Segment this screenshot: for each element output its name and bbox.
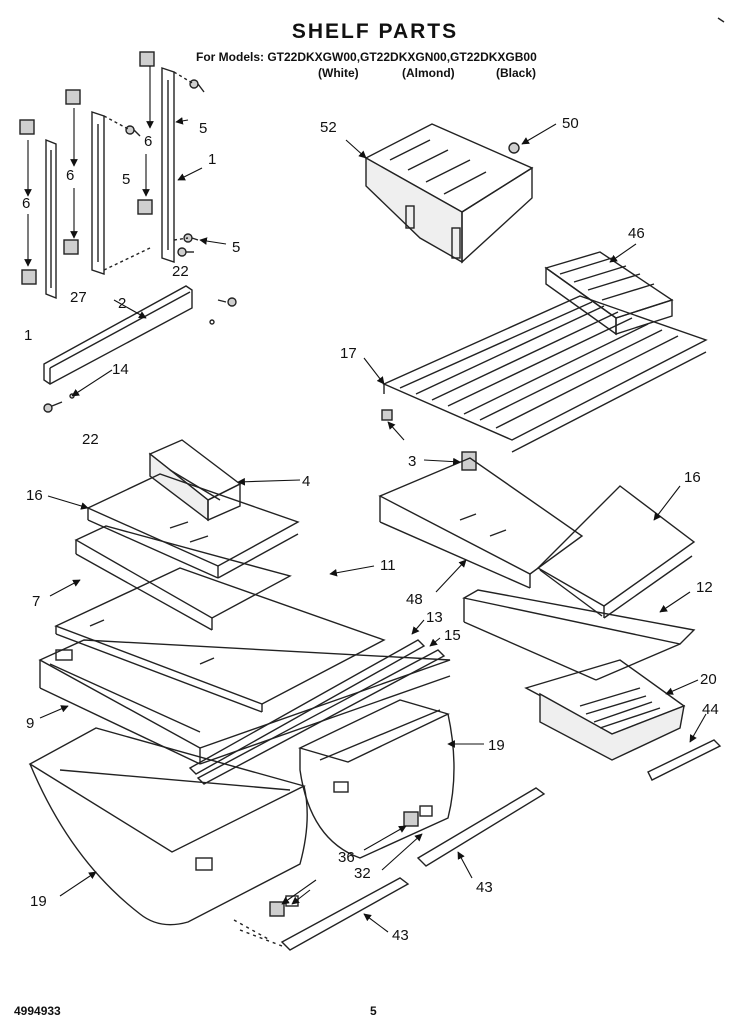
leader-lines [24, 66, 707, 933]
callout-43: 43 [392, 927, 409, 944]
callout-6: 6 [144, 133, 152, 150]
shelf-bracket-3 [381, 409, 477, 471]
glass-shelf-48 [378, 457, 584, 589]
callout-43: 43 [476, 879, 493, 896]
drawer-trim-43-left [280, 877, 410, 951]
diagram-title: SHELF PARTS [291, 20, 459, 43]
callout-5: 5 [122, 171, 130, 188]
shelf-frame-7 [74, 525, 292, 631]
callout-17: 17 [340, 345, 357, 362]
callout-1: 1 [24, 327, 32, 344]
screw-50 [508, 142, 520, 154]
callout-50: 50 [562, 115, 579, 132]
callout-19: 19 [30, 893, 47, 910]
color-black: (Black) [496, 66, 537, 80]
color-almond: (Almond) [402, 66, 455, 80]
callout-4: 4 [302, 473, 310, 490]
shelf-support-rail-right [137, 51, 175, 263]
shelf-trim-14 [43, 285, 193, 385]
callout-2: 2 [118, 295, 126, 312]
callout-9: 9 [26, 715, 34, 732]
callout-44: 44 [702, 701, 719, 718]
callout-6: 6 [22, 195, 30, 212]
shelf-support-rail-middle [63, 89, 105, 275]
callout-52: 52 [320, 119, 337, 136]
glass-shelf-16-right [536, 485, 696, 619]
crisper-drawer-19-right [298, 699, 455, 859]
roller-36 [269, 811, 419, 917]
callout-22: 22 [82, 431, 99, 448]
corner-mark [717, 17, 725, 23]
drawer-trim-43-right [416, 787, 546, 867]
callout-3: 3 [408, 453, 416, 470]
callout-20: 20 [700, 671, 717, 688]
ice-tray-46 [544, 251, 674, 336]
glass-shelf-16-left [86, 473, 300, 579]
document-number: 4994933 [14, 1004, 61, 1018]
assembly-dashed-lines [233, 919, 283, 947]
callout-7: 7 [32, 593, 40, 610]
callout-13: 13 [426, 609, 443, 626]
callout-16: 16 [26, 487, 43, 504]
crisper-drawer-20 [524, 659, 686, 761]
crisper-drawer-19-left [28, 727, 308, 926]
screws [43, 79, 237, 413]
callout-46: 46 [628, 225, 645, 242]
wire-shelf-17 [382, 295, 708, 453]
callout-5: 5 [232, 239, 240, 256]
cover-trim-13-15 [188, 639, 446, 785]
callout-27: 27 [70, 289, 87, 306]
callout-6: 6 [66, 167, 74, 184]
callout-11: 11 [380, 557, 396, 574]
callout-36: 36 [338, 849, 355, 866]
callout-12: 12 [696, 579, 713, 596]
page-number: 5 [370, 1004, 377, 1018]
trim-strip-44 [647, 739, 722, 781]
callout-15: 15 [444, 627, 461, 644]
models-line: For Models: GT22DKXGW00,GT22DKXGN00,GT22… [196, 50, 537, 64]
callout-32: 32 [354, 865, 371, 882]
callout-16: 16 [684, 469, 701, 486]
callout-19: 19 [488, 737, 505, 754]
glass-insert-11 [54, 567, 386, 713]
color-white: (White) [318, 66, 359, 80]
callout-5: 5 [199, 120, 207, 137]
deli-bin-4 [148, 439, 242, 522]
alignment-lines [103, 71, 195, 271]
callout-1: 1 [208, 151, 216, 168]
drawer-cover-12 [462, 589, 696, 681]
callout-22: 22 [172, 263, 189, 280]
utility-bin-52 [364, 123, 534, 264]
shelf-support-rail-left [19, 119, 57, 300]
callout-48: 48 [406, 591, 423, 608]
crisper-cover-frame-9 [38, 639, 451, 765]
callout-labels: 5 52 50 6 6 1 5 6 46 5 22 27 2 1 14 17 2… [22, 115, 719, 944]
callout-14: 14 [112, 361, 129, 378]
